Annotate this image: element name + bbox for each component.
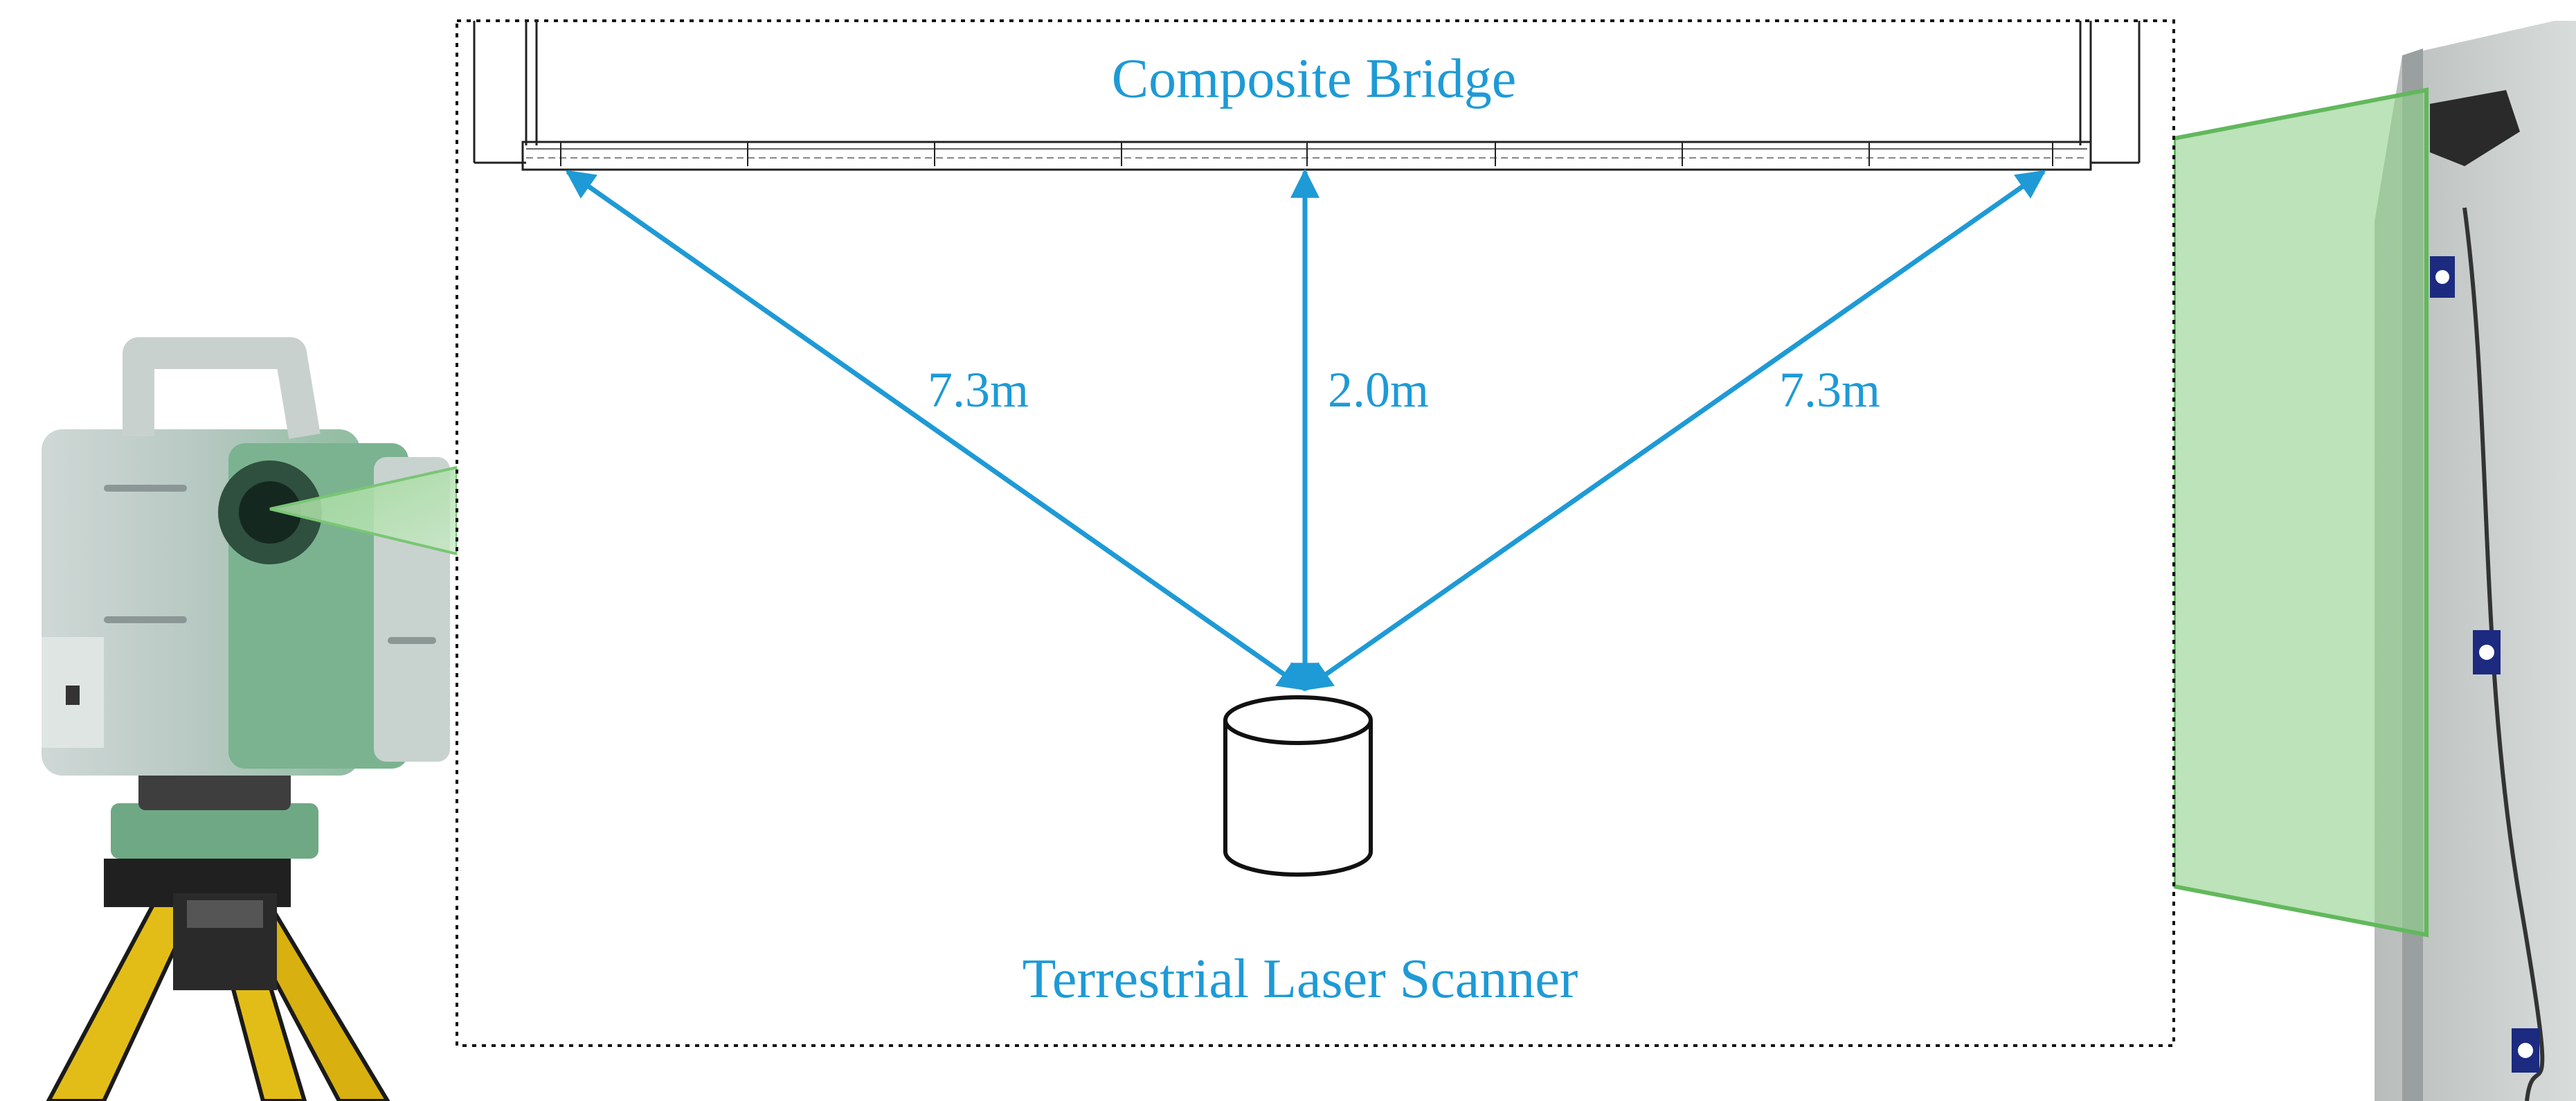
- arrow-left: [565, 170, 1308, 691]
- tripod: [46, 859, 390, 1101]
- laser-scanner-photo: [42, 337, 450, 1101]
- distance-label-right: 7.3m: [1779, 362, 1880, 418]
- distance-label-center: 2.0m: [1328, 362, 1429, 418]
- scan-target-markers: [2430, 256, 2539, 1073]
- scanner-label: Terrestrial Laser Scanner: [1023, 949, 1578, 1010]
- scanner-cylinder-icon: [1223, 695, 1373, 877]
- distance-label-left: 7.3m: [928, 362, 1029, 418]
- bridge-label: Composite Bridge: [1112, 48, 1516, 109]
- diagram-frame: [456, 19, 2175, 1047]
- bridge-drawing: [473, 21, 2141, 171]
- distance-arrows: [565, 168, 2046, 692]
- scan-beam-right: [2172, 87, 2429, 938]
- scanner-base: [111, 803, 318, 859]
- arrow-right: [1302, 170, 2046, 691]
